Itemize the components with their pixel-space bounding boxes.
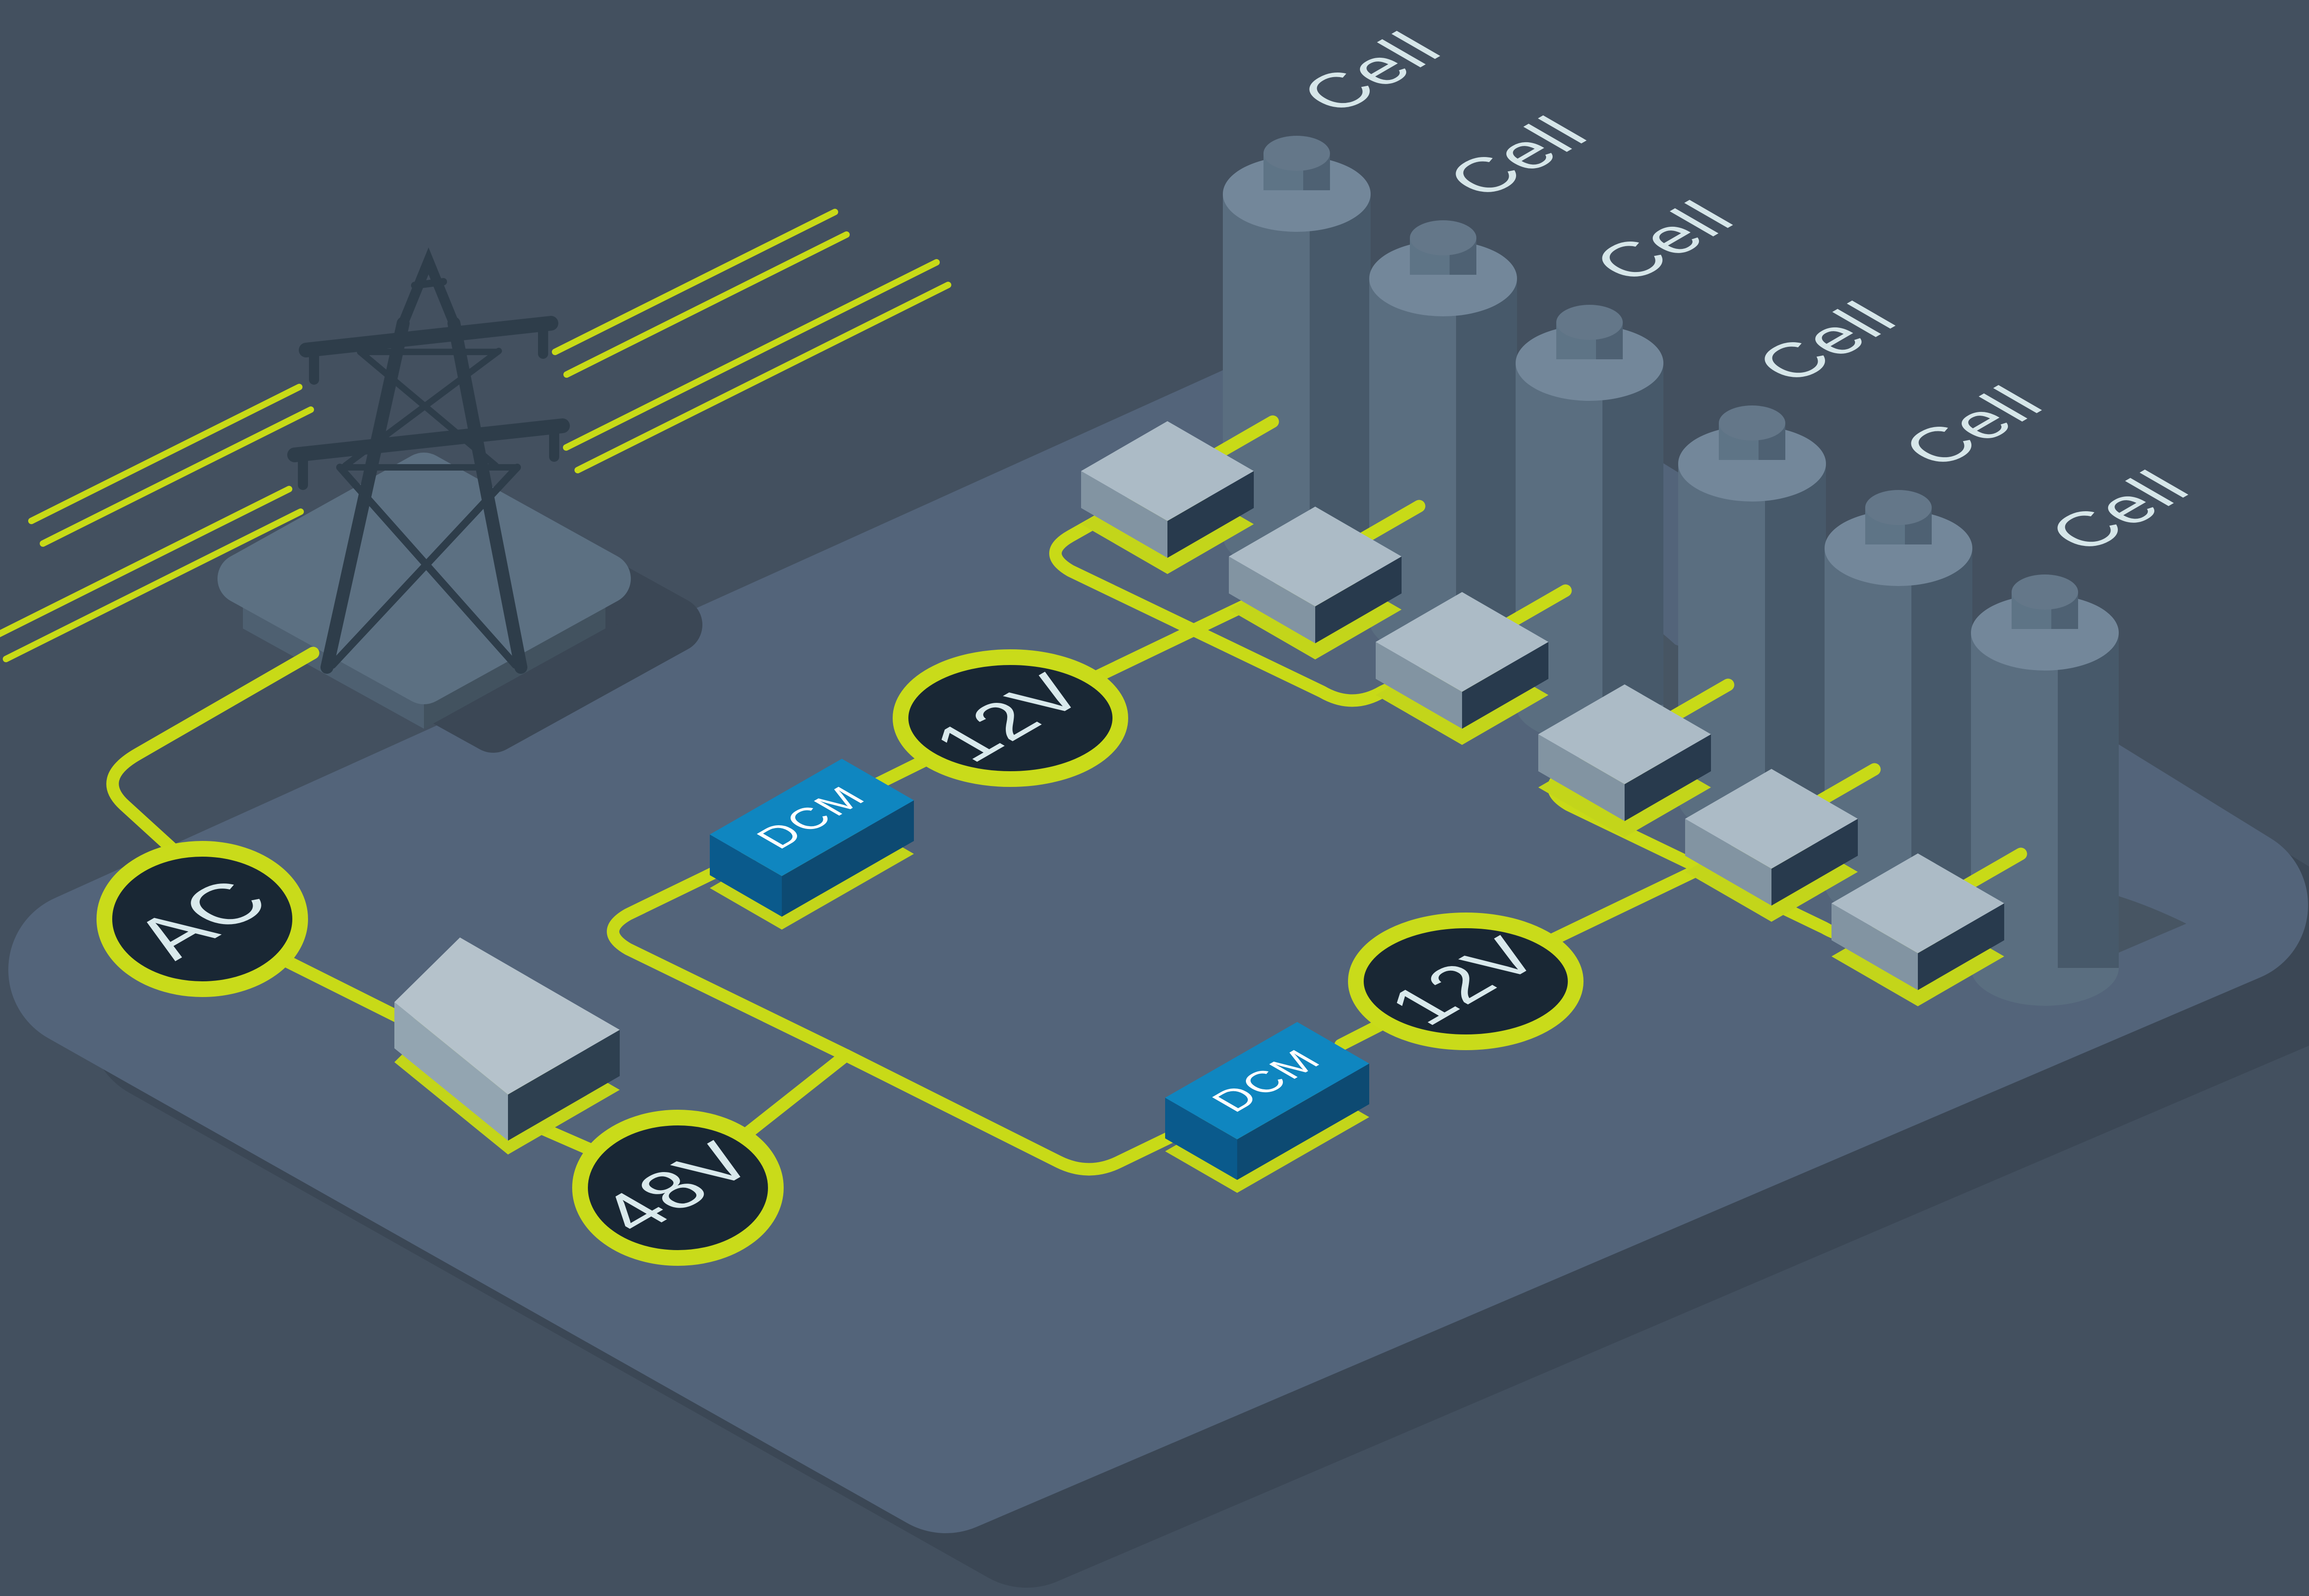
micro-converter-5 [1685, 769, 1858, 922]
voltage-nodes: AC 48V 12V 12V [97, 649, 1584, 1266]
wire-junction-to-dcm1 [607, 840, 852, 1062]
battery-cell-3 [1516, 305, 1663, 743]
wire-48v-to-junction [738, 1049, 852, 1142]
wire-junction-to-dcm2 [840, 1049, 1232, 1176]
node-12v-2: 12V [1348, 913, 1584, 1050]
node-12v-1: 12V [893, 649, 1128, 787]
converter-box [394, 937, 620, 1155]
wire-tower-to-ac [106, 647, 320, 878]
dcm-box-1: DCM [710, 759, 914, 930]
micro-converters [1081, 421, 2004, 1006]
power-lines [0, 209, 951, 662]
micro-converter-4 [1538, 684, 1711, 837]
micro-converter-1 [1081, 421, 1254, 574]
transmission-tower [287, 247, 570, 674]
micro-converter-6 [1831, 853, 2004, 1006]
battery-cell-6 [1971, 574, 2119, 1006]
wire-bus-group1 [1049, 498, 1444, 707]
node-48v: 48V [572, 1110, 784, 1266]
micro-converter-2 [1229, 507, 1402, 659]
node-ac: AC [97, 841, 308, 997]
micro-converter-3 [1376, 592, 1548, 745]
